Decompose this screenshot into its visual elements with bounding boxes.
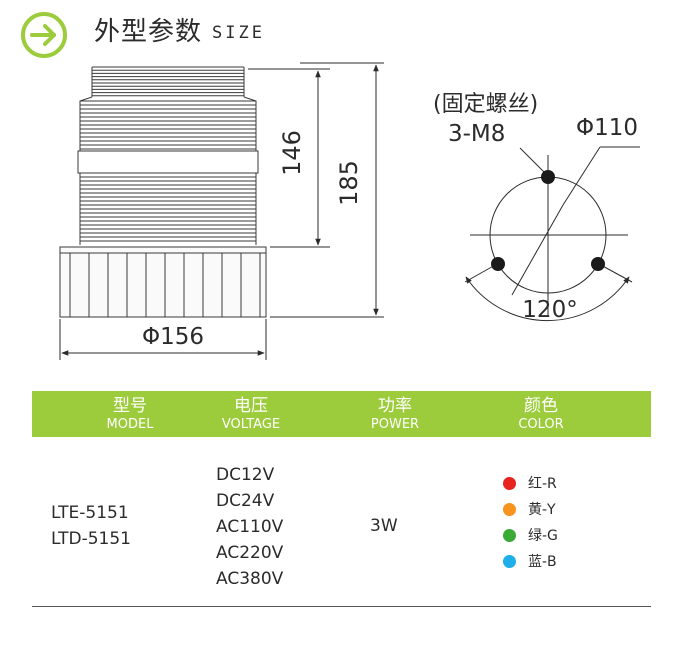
voltage-value: AC380V bbox=[216, 569, 284, 589]
mounting-holes bbox=[491, 170, 605, 271]
power-cell: 3W bbox=[370, 513, 430, 539]
column-header-zh: 型号 bbox=[113, 396, 147, 416]
column-header-en: VOLTAGE bbox=[221, 417, 281, 432]
color-dot-icon bbox=[503, 502, 516, 516]
lamp-side-view bbox=[59, 66, 267, 318]
color-dot-icon bbox=[503, 476, 516, 490]
color-option-blue: 蓝-B bbox=[503, 548, 558, 574]
column-header-zh: 电压 bbox=[234, 396, 268, 416]
voltage-value: DC12V bbox=[216, 465, 275, 485]
color-label: 蓝-B bbox=[528, 554, 557, 570]
table-bottom-divider bbox=[32, 606, 651, 607]
color-option-yellow: 黄-Y bbox=[503, 496, 558, 522]
column-header-en: POWER bbox=[370, 417, 420, 432]
dimension-height-inner bbox=[248, 68, 330, 248]
voltage-value: AC110V bbox=[216, 517, 284, 537]
mount-bolt-circle-label: Φ110 bbox=[576, 115, 638, 141]
color-label: 绿-G bbox=[528, 528, 558, 544]
column-header-en: COLOR bbox=[518, 417, 564, 432]
model-value: LTE-5151 bbox=[51, 503, 129, 523]
column-header-voltage: 电压 VOLTAGE bbox=[196, 391, 306, 437]
mount-angle-label: 120° bbox=[522, 297, 577, 323]
title-subtitle: SIZE bbox=[212, 23, 265, 43]
voltage-value: DC24V bbox=[216, 491, 275, 511]
arrow-right-circle-icon bbox=[21, 12, 67, 58]
dimension-diameter-base bbox=[59, 319, 267, 360]
mount-note-label: (固定螺丝) bbox=[433, 92, 538, 117]
model-cell: LTE-5151 LTD-5151 bbox=[51, 500, 171, 552]
page-title: 外型参数 SIZE bbox=[94, 12, 265, 52]
model-value: LTD-5151 bbox=[51, 529, 132, 549]
dimension-156-label: Φ156 bbox=[142, 324, 204, 350]
color-option-green: 绿-G bbox=[503, 522, 558, 548]
dimension-height-total bbox=[270, 62, 384, 318]
color-dot-icon bbox=[503, 528, 516, 542]
dimension-146-label: 146 bbox=[278, 130, 306, 176]
voltage-value: AC220V bbox=[216, 543, 284, 563]
column-header-power: 功率 POWER bbox=[340, 391, 450, 437]
color-label: 红-R bbox=[528, 476, 557, 492]
column-header-zh: 颜色 bbox=[524, 396, 558, 416]
power-value: 3W bbox=[370, 516, 398, 536]
dimension-drawing: 146 185 Φ156 (固定螺丝) 3-M8 Φ110 120° bbox=[59, 62, 640, 360]
mount-screws-label: 3-M8 bbox=[448, 121, 505, 147]
color-label: 黄-Y bbox=[528, 502, 556, 518]
column-header-model: 型号 MODEL bbox=[75, 391, 185, 437]
title-text: 外型参数 bbox=[94, 17, 203, 47]
color-option-red: 红-R bbox=[503, 470, 558, 496]
color-dot-icon bbox=[503, 554, 516, 568]
dimension-185-label: 185 bbox=[335, 160, 363, 206]
column-header-zh: 功率 bbox=[378, 396, 412, 416]
column-header-en: MODEL bbox=[106, 417, 154, 432]
spec-table-header: 型号 MODEL 电压 VOLTAGE 功率 POWER 颜色 COLOR bbox=[32, 391, 651, 437]
voltage-cell: DC12V DC24V AC110V AC220V AC380V bbox=[216, 462, 326, 592]
color-options: 红-R 黄-Y 绿-G 蓝-B bbox=[503, 470, 558, 574]
column-header-color: 颜色 COLOR bbox=[486, 391, 596, 437]
